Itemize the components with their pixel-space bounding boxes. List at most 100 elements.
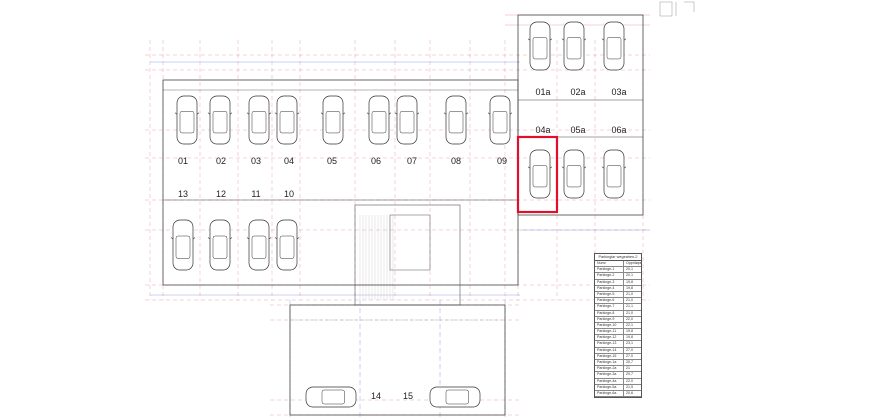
table-cell-name: Parkinge-3a bbox=[595, 372, 624, 378]
car bbox=[174, 95, 200, 145]
header-col-1: Numr bbox=[595, 261, 624, 267]
space-label: 15 bbox=[403, 391, 413, 401]
table-cell-value: 20,7 bbox=[626, 372, 633, 377]
space-label: 01a bbox=[535, 87, 550, 97]
car bbox=[487, 95, 513, 145]
space-label: 03a bbox=[611, 87, 626, 97]
parked-cars bbox=[170, 21, 627, 408]
highlighted-space-box[interactable] bbox=[516, 135, 559, 214]
table-header: Numr Oppriløpevol bbox=[595, 261, 641, 268]
space-label: 09 bbox=[497, 156, 507, 166]
table-cell-value: 21,1 bbox=[626, 304, 633, 309]
table-cell-name: Parkinge-1a bbox=[595, 360, 624, 366]
table-cell-value: 27,0 bbox=[626, 353, 633, 358]
table-cell-name: Parkinge-9 bbox=[595, 316, 624, 322]
car bbox=[207, 95, 233, 145]
table-cell-name: Parkinge-3 bbox=[595, 279, 624, 285]
car bbox=[170, 219, 196, 271]
table-cell-name: Parkinge-4a bbox=[595, 378, 624, 384]
table-cell-value: 27,0 bbox=[626, 347, 633, 352]
header-col-2: Oppriløpevol bbox=[626, 261, 641, 265]
table-cell-value: 20,1 bbox=[626, 267, 633, 272]
car bbox=[443, 95, 469, 145]
car bbox=[246, 219, 272, 271]
grid-lines bbox=[145, 14, 650, 418]
car bbox=[561, 149, 587, 199]
space-label: 05a bbox=[570, 125, 585, 135]
car bbox=[561, 21, 587, 71]
car bbox=[246, 95, 272, 145]
table-cell-name: Parkinge-13 bbox=[595, 341, 624, 347]
car bbox=[394, 95, 420, 145]
table-cell-name: Parkinge-5 bbox=[595, 291, 624, 298]
car bbox=[274, 95, 300, 145]
car bbox=[601, 149, 627, 199]
car bbox=[305, 386, 357, 408]
table-cell-name: Parkinge-2 bbox=[595, 273, 624, 279]
space-label: 01 bbox=[178, 156, 188, 166]
table-cell-value: 19,8 bbox=[626, 279, 633, 284]
table-cell-value: 21,0 bbox=[626, 291, 633, 296]
table-cell-name: Parkinge-11 bbox=[595, 329, 624, 335]
table-cell-value: 21,0 bbox=[626, 310, 633, 315]
space-label: 04 bbox=[284, 156, 294, 166]
table-cell-name: Parkinge-12 bbox=[595, 335, 624, 341]
table-cell-value: 21 bbox=[626, 366, 630, 371]
space-label: 06 bbox=[371, 156, 381, 166]
table-cell-name: Parkinge-15 bbox=[595, 353, 624, 359]
table-cell-value: 19,8 bbox=[626, 335, 633, 340]
table-cell-value: 21,5 bbox=[626, 384, 633, 389]
car bbox=[366, 95, 392, 145]
table-cell-name: Parkinge-8 bbox=[595, 310, 624, 316]
car bbox=[207, 219, 233, 271]
table-cell-value: 20,6 bbox=[626, 390, 633, 395]
car bbox=[274, 219, 300, 271]
space-label: 12 bbox=[216, 189, 226, 199]
table-cell-value: 20,7 bbox=[626, 360, 633, 364]
space-label: 06a bbox=[611, 125, 626, 135]
parking-schedule-table: Parkinglar wegeahen-2 Numr Oppriløpevol … bbox=[594, 253, 642, 399]
car bbox=[320, 95, 346, 145]
space-label: 02a bbox=[570, 87, 585, 97]
space-label: 03 bbox=[251, 156, 261, 166]
table-cell-value: 21,0 bbox=[626, 298, 633, 303]
space-label: 02 bbox=[216, 156, 226, 166]
space-label: 04a bbox=[535, 125, 550, 135]
space-label: 13 bbox=[178, 189, 188, 199]
space-label: 11 bbox=[251, 189, 260, 199]
table-cell-name: Parkinge-10 bbox=[595, 322, 624, 329]
table-cell-name: Parkinge-5a bbox=[595, 384, 624, 390]
table-cell-value: 19,8 bbox=[626, 329, 633, 334]
table-cell-value: 22,1 bbox=[626, 322, 633, 327]
space-label: 05 bbox=[327, 156, 337, 166]
table-cell-name: Parkinge-6a bbox=[595, 390, 624, 397]
table-cell-value: 20,1 bbox=[626, 273, 633, 278]
space-label: 08 bbox=[451, 156, 461, 166]
table-cell-name: Parkinge-2a bbox=[595, 366, 624, 372]
table-cell-value: 22,0 bbox=[626, 316, 633, 321]
car bbox=[429, 386, 481, 408]
table-cell-value: 19,8 bbox=[626, 285, 633, 290]
car bbox=[527, 149, 553, 199]
